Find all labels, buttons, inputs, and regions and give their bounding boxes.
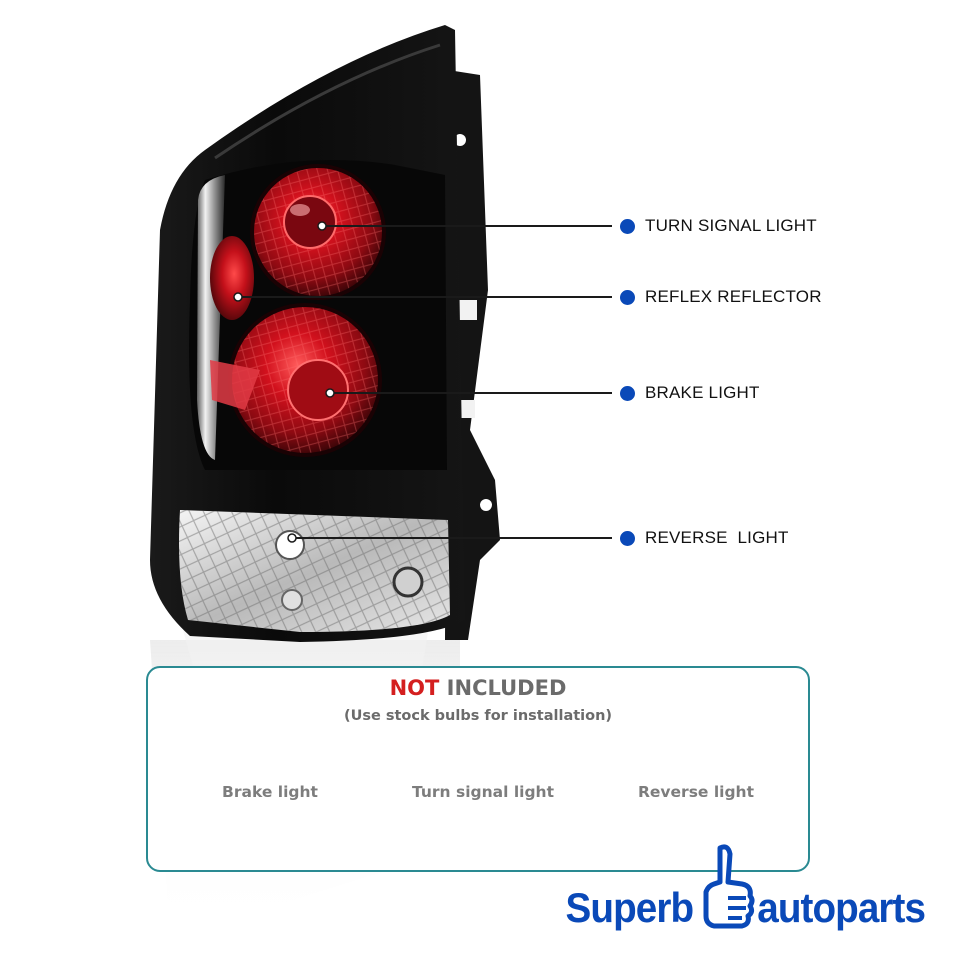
logo-word-right: autoparts <box>757 884 926 931</box>
thumbs-up-icon <box>703 844 755 929</box>
callout-label: TURN SIGNAL LIGHT <box>645 216 817 235</box>
notice-subtitle: (Use stock bulbs for installation) <box>343 708 613 724</box>
bulb-item-turn-signal: Turn signal light <box>412 783 554 801</box>
callout-leaders <box>238 225 612 539</box>
callout-reflex-reflector: REFLEX REFLECTOR <box>620 285 822 309</box>
callout-reverse-light: REVERSE LIGHT <box>620 526 789 550</box>
notice-title-rest: INCLUDED <box>439 676 567 700</box>
bullet-dot-icon <box>620 289 635 305</box>
logo-word-left: Superb <box>565 884 695 931</box>
callout-anchor-dots <box>233 221 335 543</box>
bulb-item-reverse: Reverse light <box>637 783 754 801</box>
callout-label: REVERSE LIGHT <box>645 528 789 547</box>
callout-turn-signal: TURN SIGNAL LIGHT <box>620 214 817 238</box>
reflex-reflector-lens <box>210 236 254 320</box>
bullet-dot-icon <box>620 385 635 401</box>
callout-brake-light: BRAKE LIGHT <box>620 381 760 405</box>
brand-logo: Superb autoparts <box>560 840 940 940</box>
bulbs-not-included-notice: NOT INCLUDED (Use stock bulbs for instal… <box>146 666 810 872</box>
bullet-dot-icon <box>620 530 635 546</box>
notice-title: NOT INCLUDED <box>148 676 808 700</box>
callout-label: BRAKE LIGHT <box>645 383 760 402</box>
callout-label: REFLEX REFLECTOR <box>645 287 822 306</box>
bulb-item-brake: Brake light <box>222 783 318 801</box>
notice-title-highlight: NOT <box>389 676 440 700</box>
bullet-dot-icon <box>620 218 635 234</box>
